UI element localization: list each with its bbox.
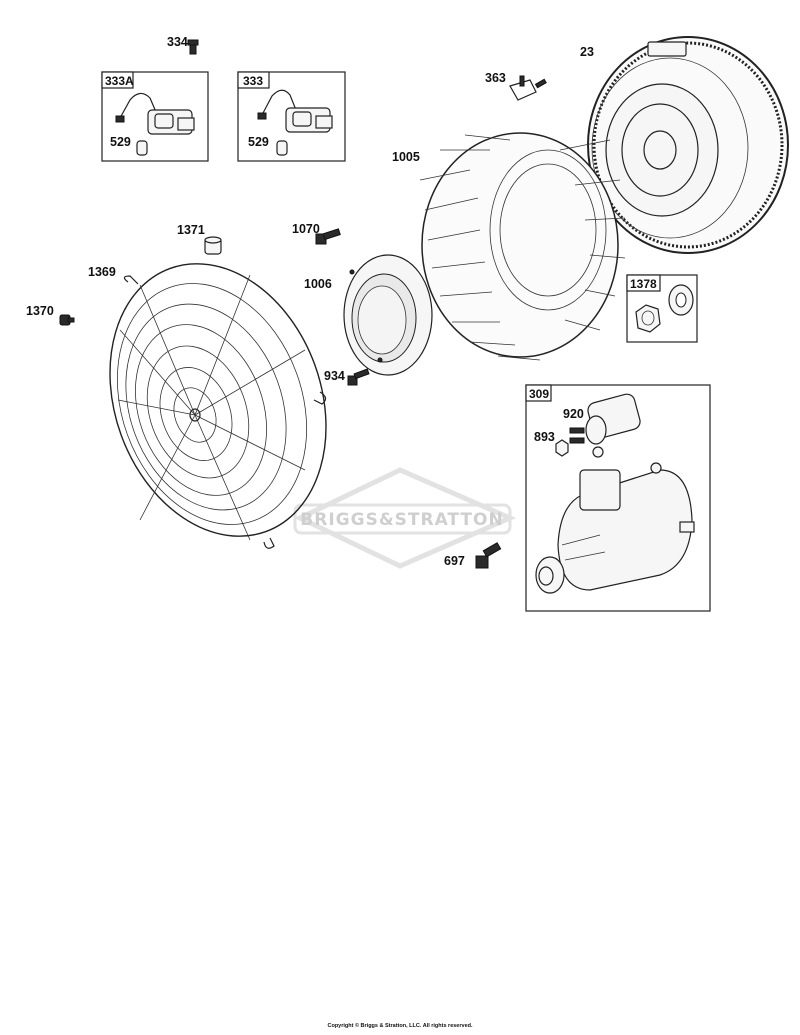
nut-icon xyxy=(555,439,569,457)
part-333A-box[interactable]: 333A 529 xyxy=(101,71,209,162)
label-23: 23 xyxy=(580,45,594,59)
label-1005: 1005 xyxy=(392,150,420,164)
part-23-flywheel[interactable]: 23 xyxy=(580,36,789,254)
solenoid-icon xyxy=(569,393,641,458)
watermark-logo: BRIGGS&STRATTON xyxy=(293,467,517,569)
label-1378: 1378 xyxy=(630,277,657,291)
ignition-coil-icon xyxy=(257,89,333,133)
label-1070: 1070 xyxy=(292,222,320,236)
label-893: 893 xyxy=(534,430,555,444)
label-1006: 1006 xyxy=(304,277,332,291)
label-934: 934 xyxy=(324,369,345,383)
washer-icon xyxy=(136,140,148,156)
bolt-icon xyxy=(315,228,341,245)
label-529-a: 529 xyxy=(110,135,131,149)
part-1005-fan[interactable]: 1005 xyxy=(392,132,626,361)
label-363: 363 xyxy=(485,71,506,85)
label-309: 309 xyxy=(529,387,549,401)
copyright-notice: Copyright © Briggs & Stratton, LLC. All … xyxy=(327,1023,473,1029)
label-333: 333 xyxy=(243,74,263,88)
part-334-screw[interactable]: 334 xyxy=(167,35,199,55)
part-1006-plate[interactable]: 1006 xyxy=(304,254,433,376)
part-309-box[interactable]: 309 920 893 xyxy=(525,384,711,612)
washer-icon xyxy=(668,284,694,316)
ignition-coil-icon xyxy=(115,92,195,135)
bolt-icon xyxy=(59,314,75,326)
part-1370-screw[interactable]: 1370 xyxy=(26,304,75,326)
part-1369-fan-guard[interactable]: 1369 xyxy=(73,233,362,567)
label-1370: 1370 xyxy=(26,304,54,318)
washer-icon xyxy=(276,140,288,156)
label-529-b: 529 xyxy=(248,135,269,149)
part-1070-bolt[interactable]: 1070 xyxy=(292,222,341,245)
label-333A: 333A xyxy=(105,74,134,88)
label-697: 697 xyxy=(444,554,465,568)
watermark-text: BRIGGS&STRATTON xyxy=(300,510,503,530)
part-1378-box[interactable]: 1378 xyxy=(626,274,698,343)
bolt-icon xyxy=(347,368,370,386)
fan-icon xyxy=(419,132,626,361)
label-334: 334 xyxy=(167,35,188,49)
part-333-box[interactable]: 333 529 xyxy=(237,71,346,162)
bolt-icon xyxy=(475,542,502,569)
label-920: 920 xyxy=(563,407,584,421)
label-1371: 1371 xyxy=(177,223,205,237)
starter-motor-icon xyxy=(535,462,695,594)
fan-guard-icon xyxy=(109,263,327,549)
part-934-screw[interactable]: 934 xyxy=(324,368,370,386)
nut-icon xyxy=(635,304,661,333)
part-363-clip[interactable]: 363 xyxy=(485,71,547,101)
part-697-bolt[interactable]: 697 xyxy=(444,542,502,569)
flywheel-icon xyxy=(587,36,789,254)
label-1369: 1369 xyxy=(88,265,116,279)
part-1371-spacer[interactable]: 1371 xyxy=(177,223,222,255)
